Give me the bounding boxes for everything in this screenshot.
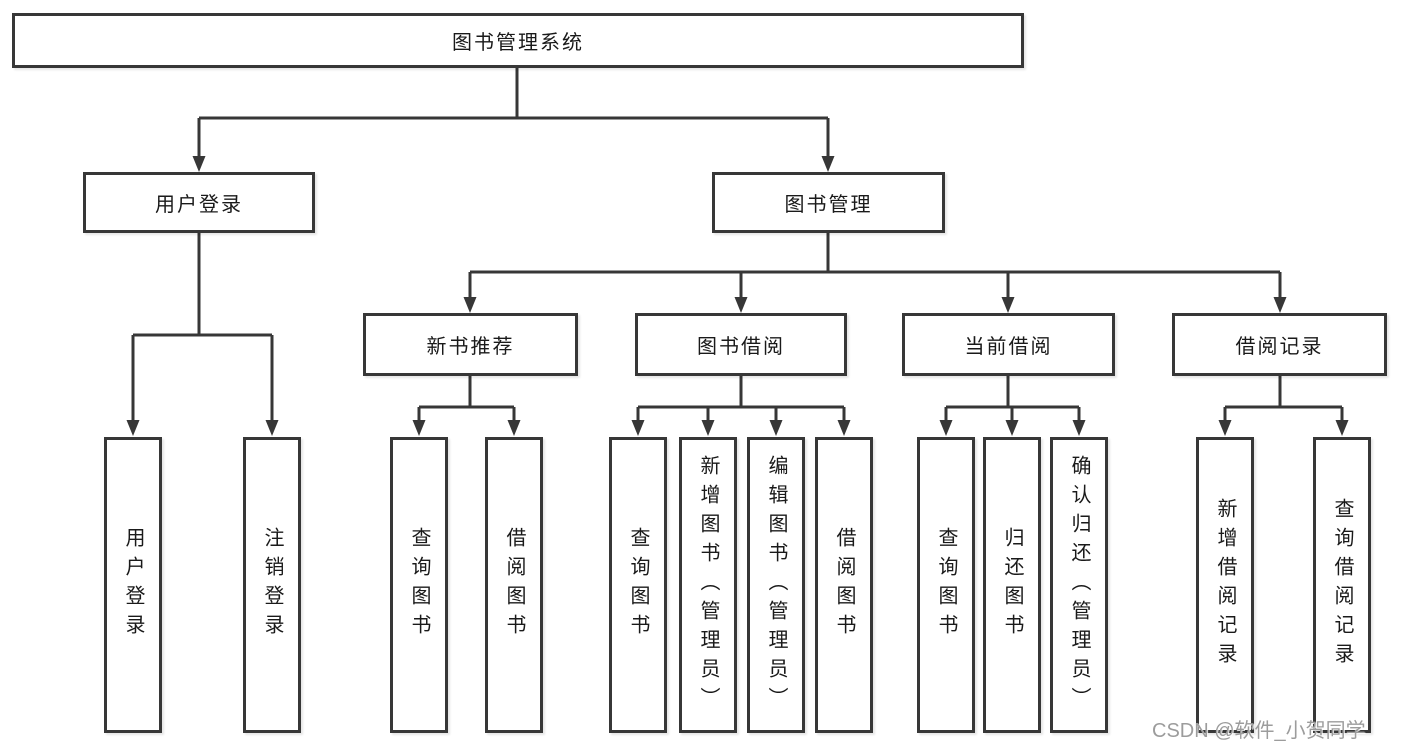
node-book-management: 图书管理 (712, 172, 945, 233)
leaf-user-login: 用户登录 (104, 437, 162, 733)
leaf-logout: 注销登录 (243, 437, 301, 733)
leaf-add-borrow-record-label: 新增借阅记录 (1214, 498, 1236, 672)
leaf-add-books-admin-label: 新增图书（管理员） (697, 454, 719, 716)
node-current-borrowing: 当前借阅 (902, 313, 1115, 376)
leaf-user-login-label: 用户登录 (122, 527, 144, 643)
leaf-add-borrow-record: 新增借阅记录 (1196, 437, 1254, 733)
leaf-add-books-admin: 新增图书（管理员） (679, 437, 737, 733)
leaf-query-books-current: 查询图书 (917, 437, 975, 733)
leaf-confirm-return-admin: 确认归还（管理员） (1050, 437, 1108, 733)
leaf-return-books: 归还图书 (983, 437, 1041, 733)
csdn-watermark: CSDN @软件_小贺同学 (1152, 720, 1366, 742)
leaf-query-borrow-record: 查询借阅记录 (1313, 437, 1371, 733)
leaf-confirm-return-admin-label: 确认归还（管理员） (1068, 454, 1090, 716)
leaf-query-books-borrowing-label: 查询图书 (627, 527, 649, 643)
arrowheads (126, 156, 1349, 436)
leaf-edit-books-admin: 编辑图书（管理员） (747, 437, 805, 733)
node-borrowing-records: 借阅记录 (1172, 313, 1387, 376)
node-book-borrowing: 图书借阅 (635, 313, 847, 376)
leaf-borrow-books-recommend: 借阅图书 (485, 437, 543, 733)
node-new-book-recommendation: 新书推荐 (363, 313, 578, 376)
leaf-query-books-recommend-label: 查询图书 (408, 527, 430, 643)
leaf-logout-label: 注销登录 (261, 527, 283, 643)
leaf-query-books-current-label: 查询图书 (935, 527, 957, 643)
node-user-login: 用户登录 (83, 172, 315, 233)
leaf-return-books-label: 归还图书 (1001, 527, 1023, 643)
leaf-borrow-books-borrowing-label: 借阅图书 (833, 527, 855, 643)
leaf-borrow-books-recommend-label: 借阅图书 (503, 527, 525, 643)
leaf-borrow-books-borrowing: 借阅图书 (815, 437, 873, 733)
leaf-edit-books-admin-label: 编辑图书（管理员） (765, 454, 787, 716)
leaf-query-borrow-record-label: 查询借阅记录 (1331, 498, 1353, 672)
leaf-query-books-recommend: 查询图书 (390, 437, 448, 733)
node-library-management-system: 图书管理系统 (12, 13, 1024, 68)
leaf-query-books-borrowing: 查询图书 (609, 437, 667, 733)
